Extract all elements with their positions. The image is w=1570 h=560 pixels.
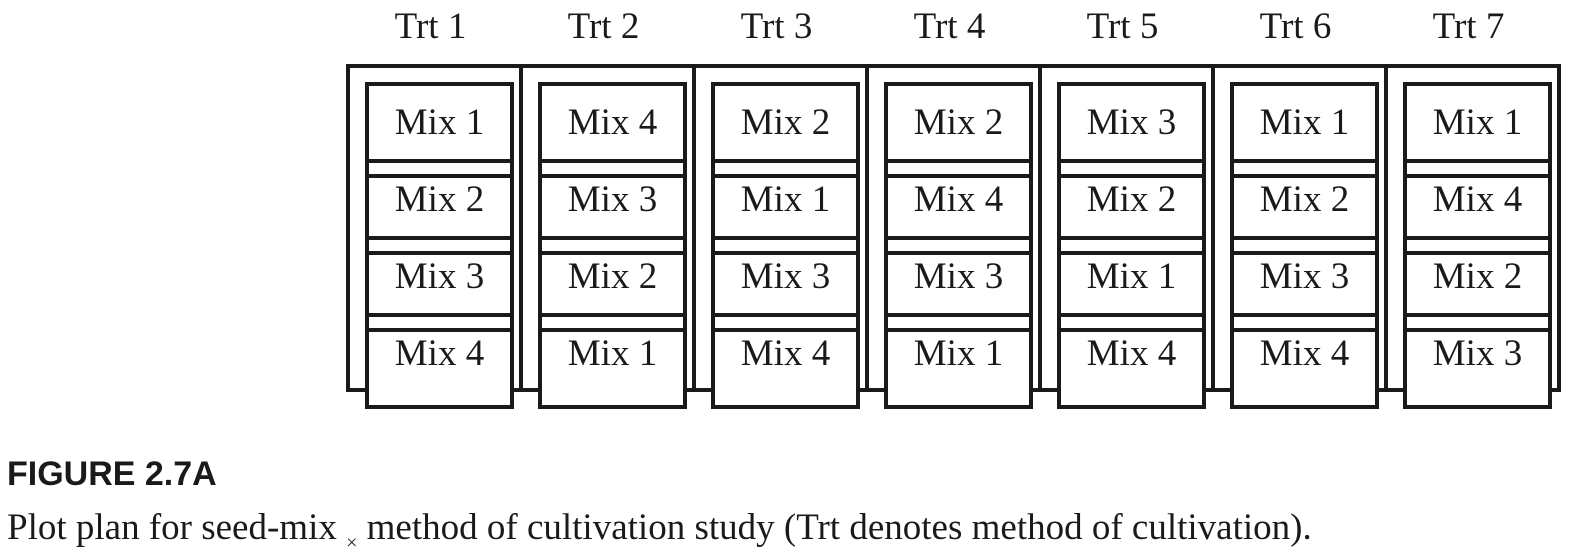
mix-label: Mix 2: [741, 102, 830, 143]
mix-label: Mix 1: [1087, 256, 1176, 297]
mix-label: Mix 3: [741, 256, 830, 297]
caption-text-start: Plot plan for seed-mix: [7, 507, 337, 548]
treatment-label: Trt 3: [741, 6, 813, 47]
treatment-column: Trt 2 Mix 4 Mix 3 Mix 2 Mix 1: [519, 6, 696, 409]
mix-plot-outline: [365, 313, 514, 409]
mix-plot-outline: [884, 236, 1033, 332]
mix-label: Mix 4: [914, 179, 1003, 220]
mix-label: Mix 1: [1433, 102, 1522, 143]
mix-plot-outline: [711, 236, 860, 332]
mix-plot-outline: [1057, 82, 1206, 178]
treatment-column: Trt 7 Mix 1 Mix 4 Mix 2 Mix 3: [1384, 6, 1561, 409]
mix-label: Mix 1: [568, 333, 657, 374]
mix-plot-outline: [884, 82, 1033, 178]
mix-plot-outline: [1230, 313, 1379, 409]
figure-number: FIGURE 2.7A: [7, 455, 217, 493]
mix-plot-outline: [884, 159, 1033, 255]
mix-plot-outline: [538, 159, 687, 255]
mix-plot-outline: [1057, 313, 1206, 409]
mix-plot-outline: [365, 159, 514, 255]
treatment-label: Trt 2: [568, 6, 640, 47]
mix-label: Mix 1: [395, 102, 484, 143]
mix-plot-outline: [1403, 82, 1552, 178]
treatment-column: Trt 4 Mix 2 Mix 4 Mix 3 Mix 1: [865, 6, 1042, 409]
mix-plot-outline: [1230, 159, 1379, 255]
mix-plot-outline: [1230, 82, 1379, 178]
treatment-label: Trt 1: [395, 6, 467, 47]
figure-caption: Plot plan for seed-mix × method of culti…: [7, 506, 1312, 555]
mix-label: Mix 4: [395, 333, 484, 374]
mix-label: Mix 4: [1087, 333, 1176, 374]
mix-plot-outline: [711, 82, 860, 178]
mix-plot-outline: [1230, 236, 1379, 332]
mix-plot-outline: [538, 236, 687, 332]
mix-plot-outline: [711, 313, 860, 409]
mix-label: Mix 4: [741, 333, 830, 374]
mix-label: Mix 1: [741, 179, 830, 220]
mix-label: Mix 2: [1260, 179, 1349, 220]
mix-label: Mix 4: [1433, 179, 1522, 220]
mix-label: Mix 4: [1260, 333, 1349, 374]
treatment-label: Trt 4: [914, 6, 986, 47]
treatment-label: Trt 6: [1260, 6, 1332, 47]
mix-plot-outline: [711, 159, 860, 255]
mix-label: Mix 1: [914, 333, 1003, 374]
mix-plot-outline: [365, 236, 514, 332]
mix-label: Mix 2: [914, 102, 1003, 143]
treatment-label: Trt 7: [1433, 6, 1505, 47]
mix-plot-outline: [1057, 236, 1206, 332]
mix-label: Mix 1: [1260, 102, 1349, 143]
mix-plot-outline: [1057, 159, 1206, 255]
mix-label: Mix 3: [1087, 102, 1176, 143]
mix-label: Mix 3: [568, 179, 657, 220]
treatment-label: Trt 5: [1087, 6, 1159, 47]
treatment-column: Trt 6 Mix 1 Mix 2 Mix 3 Mix 4: [1211, 6, 1388, 409]
mix-label: Mix 3: [1433, 333, 1522, 374]
mix-label: Mix 3: [914, 256, 1003, 297]
mix-label: Mix 2: [1087, 179, 1176, 220]
mix-label: Mix 3: [395, 256, 484, 297]
mix-plot-outline: [365, 82, 514, 178]
plot-plan-diagram: Trt 1 Mix 1 Mix 2 Mix 3 Mix 4 Trt 2 Mix 4 Mix 3…: [346, 6, 1561, 409]
mix-plot-outline: [884, 313, 1033, 409]
caption-text-end: method of cultivation study (Trt denotes…: [366, 507, 1312, 548]
mix-plot-outline: [1403, 313, 1552, 409]
treatment-column: Trt 1 Mix 1 Mix 2 Mix 3 Mix 4: [346, 6, 523, 409]
mix-label: Mix 4: [568, 102, 657, 143]
mix-label: Mix 2: [395, 179, 484, 220]
caption-subscript: ×: [346, 532, 358, 554]
treatment-column: Trt 3 Mix 2 Mix 1 Mix 3 Mix 4: [692, 6, 869, 409]
mix-plot-outline: [538, 82, 687, 178]
mix-label: Mix 3: [1260, 256, 1349, 297]
mix-plot-outline: [538, 313, 687, 409]
mix-plot-outline: [1403, 236, 1552, 332]
mix-label: Mix 2: [568, 256, 657, 297]
treatment-column: Trt 5 Mix 3 Mix 2 Mix 1 Mix 4: [1038, 6, 1215, 409]
mix-label: Mix 2: [1433, 256, 1522, 297]
mix-plot-outline: [1403, 159, 1552, 255]
